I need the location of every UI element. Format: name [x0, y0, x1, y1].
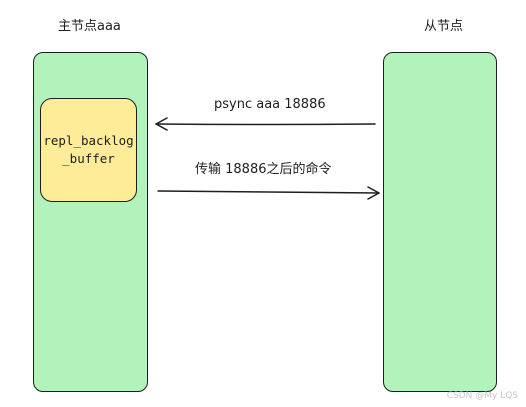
- master-node-title: 主节点aaa: [58, 19, 121, 34]
- buffer-label-line-1: repl_backlog: [43, 133, 134, 148]
- request-arrow: [155, 117, 376, 131]
- request-arrow-label: psync aaa 18886: [214, 97, 326, 112]
- response-arrow-label: 传输 18886之后的命令: [195, 162, 332, 177]
- response-arrow: [157, 186, 380, 200]
- buffer-label-line-2: _buffer: [62, 151, 115, 166]
- slave-node-title: 从节点: [424, 19, 464, 34]
- repl-backlog-buffer-label: repl_backlog _buffer: [43, 132, 133, 168]
- slave-node-box: [383, 52, 497, 392]
- watermark-text: CSDN @My LQS: [446, 391, 518, 401]
- repl-backlog-buffer-box: repl_backlog _buffer: [40, 98, 137, 202]
